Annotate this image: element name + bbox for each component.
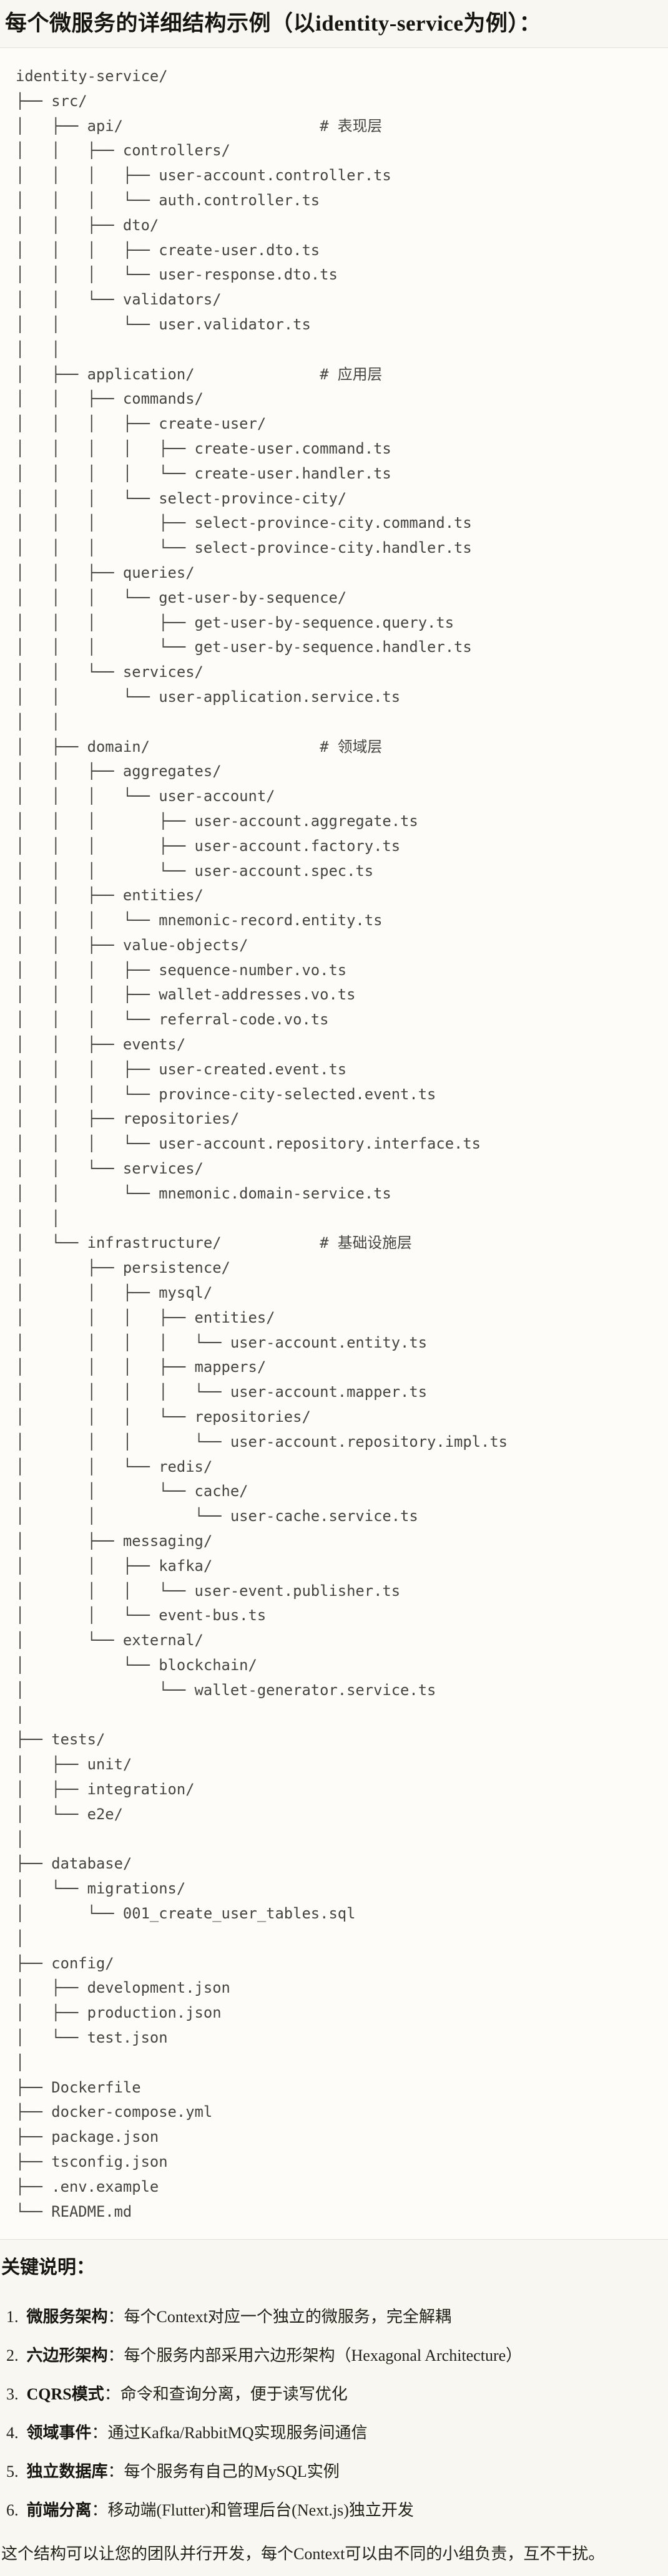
note-colon: ：: [107, 2346, 124, 2365]
directory-tree: identity-service/ ├── src/ │ ├── api/ # …: [16, 67, 508, 2220]
note-colon: ：: [107, 2462, 124, 2481]
note-colon: ：: [107, 2308, 124, 2326]
note-item: 5. 独立数据库：每个服务有自己的MySQL实例: [0, 2461, 668, 2483]
note-colon: ：: [91, 2424, 108, 2442]
note-number: 6.: [6, 2501, 19, 2520]
note-number: 2.: [6, 2346, 19, 2365]
document: 每个微服务的详细结构示例（以identity-service为例）： ident…: [0, 7, 668, 2565]
note-label: 六边形架构: [26, 2346, 108, 2365]
note-colon: ：: [104, 2385, 120, 2404]
note-text: 通过Kafka/RabbitMQ实现服务间通信: [107, 2424, 368, 2442]
notes-list: 1. 微服务架构：每个Context对应一个独立的微服务，完全解耦 2. 六边形…: [0, 2306, 668, 2522]
note-text: 每个服务有自己的MySQL实例: [124, 2462, 340, 2481]
notes-heading: 关键说明：: [1, 2257, 95, 2278]
note-label: 微服务架构: [26, 2308, 108, 2326]
note-number: 3.: [6, 2385, 19, 2404]
closing-paragraph: 这个结构可以让您的团队并行开发，每个Context可以由不同的小组负责，互不干扰…: [1, 2545, 605, 2564]
note-text: 命令和查询分离，便于读写优化: [120, 2385, 348, 2404]
note-number: 1.: [6, 2308, 19, 2326]
note-label: CQRS模式: [26, 2385, 104, 2404]
note-text: 每个服务内部采用六边形架构（Hexagonal Architecture）: [124, 2346, 523, 2365]
note-item: 2. 六边形架构：每个服务内部采用六边形架构（Hexagonal Archite…: [0, 2345, 668, 2367]
note-item: 3. CQRS模式：命令和查询分离，便于读写优化: [0, 2383, 668, 2406]
note-number: 4.: [6, 2424, 19, 2442]
note-label: 独立数据库: [26, 2462, 108, 2481]
note-item: 4. 领域事件：通过Kafka/RabbitMQ实现服务间通信: [0, 2422, 668, 2444]
note-number: 5.: [6, 2462, 19, 2481]
note-item: 1. 微服务架构：每个Context对应一个独立的微服务，完全解耦: [0, 2306, 668, 2328]
directory-tree-block: identity-service/ ├── src/ │ ├── api/ # …: [0, 47, 668, 2240]
note-colon: ：: [91, 2501, 108, 2520]
note-label: 领域事件: [26, 2424, 92, 2442]
note-text: 移动端(Flutter)和管理后台(Next.js)独立开发: [107, 2501, 414, 2520]
page-title: 每个微服务的详细结构示例（以identity-service为例）：: [5, 11, 541, 36]
note-item: 6. 前端分离：移动端(Flutter)和管理后台(Next.js)独立开发: [0, 2499, 668, 2522]
note-label: 前端分离: [26, 2501, 92, 2520]
note-text: 每个Context对应一个独立的微服务，完全解耦: [124, 2308, 451, 2326]
